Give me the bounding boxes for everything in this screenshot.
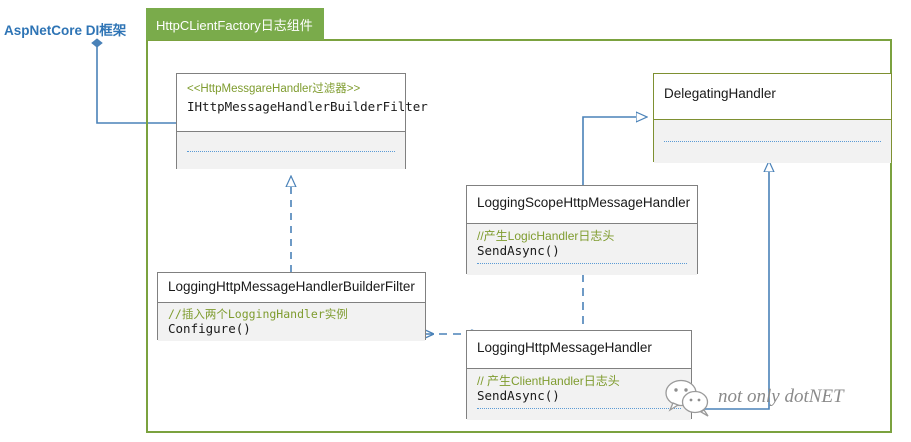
class-members: // 产生ClientHandler日志头 SendAsync() xyxy=(467,368,691,420)
class-box-logging-scope-http-message-handler[interactable]: LoggingScopeHttpMessageHandler //产生Logic… xyxy=(466,185,698,275)
class-box-logging-http-message-handler-builder-filter[interactable]: LoggingHttpMessageHandlerBuilderFilter /… xyxy=(157,272,426,341)
member-separator xyxy=(477,408,681,409)
class-name: LoggingScopeHttpMessageHandler xyxy=(477,195,691,210)
class-name: IHttpMessageHandlerBuilderFilter xyxy=(187,99,428,114)
class-stereotype: <<HttpMessgareHandler过滤器>> xyxy=(187,83,361,95)
class-members: //插入两个LoggingHandler实例 Configure() xyxy=(158,302,425,341)
class-members xyxy=(654,119,891,163)
member-separator xyxy=(664,141,881,142)
member-comment: // 产生ClientHandler日志头 xyxy=(477,374,620,388)
class-header: <<HttpMessgareHandler过滤器>> IHttpMessageH… xyxy=(177,74,428,131)
member-method: SendAsync() xyxy=(477,388,560,403)
class-header: LoggingHttpMessageHandler xyxy=(467,331,691,368)
watermark: not only dotNET xyxy=(663,377,844,417)
external-framework-label: AspNetCore DI框架 xyxy=(4,23,127,38)
class-box-ihttp-message-handler-builder-filter[interactable]: <<HttpMessgareHandler过滤器>> IHttpMessageH… xyxy=(176,73,428,169)
watermark-text: not only dotNET xyxy=(718,386,844,407)
member-comment: //产生LogicHandler日志头 xyxy=(477,229,615,243)
class-name: DelegatingHandler xyxy=(664,86,776,101)
class-header: LoggingHttpMessageHandlerBuilderFilter xyxy=(158,273,425,302)
package-tab-label: HttpCLientFactory日志组件 xyxy=(156,17,313,33)
member-method: SendAsync() xyxy=(477,243,560,258)
class-header: LoggingScopeHttpMessageHandler xyxy=(467,186,697,223)
package-tab: HttpCLientFactory日志组件 xyxy=(146,8,324,40)
member-separator xyxy=(187,151,395,152)
class-name: LoggingHttpMessageHandlerBuilderFilter xyxy=(168,279,415,294)
class-members xyxy=(177,131,405,169)
member-comment: //插入两个LoggingHandler实例 xyxy=(168,307,348,321)
member-method: Configure() xyxy=(168,321,251,336)
member-separator xyxy=(477,263,687,264)
class-members: //产生LogicHandler日志头 SendAsync() xyxy=(467,223,697,275)
class-box-logging-http-message-handler[interactable]: LoggingHttpMessageHandler // 产生ClientHan… xyxy=(466,330,692,420)
class-header: DelegatingHandler xyxy=(654,74,891,119)
package-frame xyxy=(146,39,892,433)
class-name: LoggingHttpMessageHandler xyxy=(477,340,652,355)
wechat-icon xyxy=(665,379,709,417)
class-box-delegating-handler[interactable]: DelegatingHandler xyxy=(653,73,892,163)
